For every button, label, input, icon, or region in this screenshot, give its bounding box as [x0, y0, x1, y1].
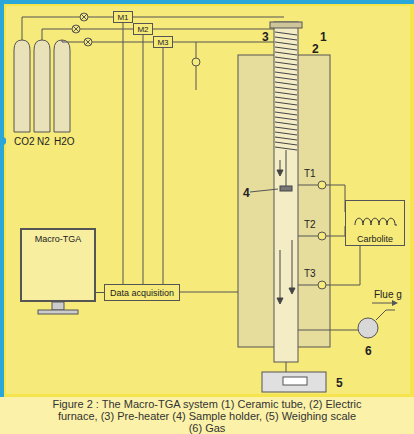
node-label: M1	[117, 13, 128, 22]
signal-wire	[96, 292, 104, 293]
signal-wire	[123, 23, 124, 284]
gas-label: H2O	[54, 136, 75, 147]
gas-label: CO2	[14, 136, 35, 147]
thermocouple-label: T3	[304, 268, 316, 279]
callout-number: 4	[243, 186, 250, 200]
callout-number: 2	[312, 42, 319, 56]
node-label: Carbolite	[357, 234, 393, 244]
node-label: Macro-TGA	[35, 234, 82, 244]
thermocouple-label: T1	[304, 168, 316, 179]
caption: Figure 2 : The Macro-TGA system (1) Cera…	[50, 398, 364, 434]
signal-wire	[163, 48, 164, 284]
node-label: Data acquisition	[110, 288, 174, 298]
heater-coil-symbol	[353, 216, 397, 234]
callout-number: 6	[365, 344, 372, 358]
data-acquisition-box: Data acquisition	[104, 284, 180, 301]
flow-meter: M3	[153, 36, 173, 48]
carbolite-controller: Carbolite	[345, 200, 405, 246]
signal-wire	[143, 35, 144, 284]
computer-screen: Macro-TGA	[20, 228, 96, 302]
flow-meter: M1	[113, 11, 133, 23]
flow-meter: M2	[133, 23, 153, 35]
callout-number: 1	[320, 30, 327, 44]
caption-band: Figure 2 : The Macro-TGA system (1) Cera…	[0, 397, 414, 434]
gas-label: N2	[37, 136, 50, 147]
node-label: M2	[137, 25, 148, 34]
thermocouple-label: T2	[304, 219, 316, 230]
node-label: M3	[157, 38, 168, 47]
callout-number: 3	[262, 30, 269, 44]
callout-number: 5	[336, 376, 343, 390]
flow-label: Flue g	[374, 289, 402, 300]
